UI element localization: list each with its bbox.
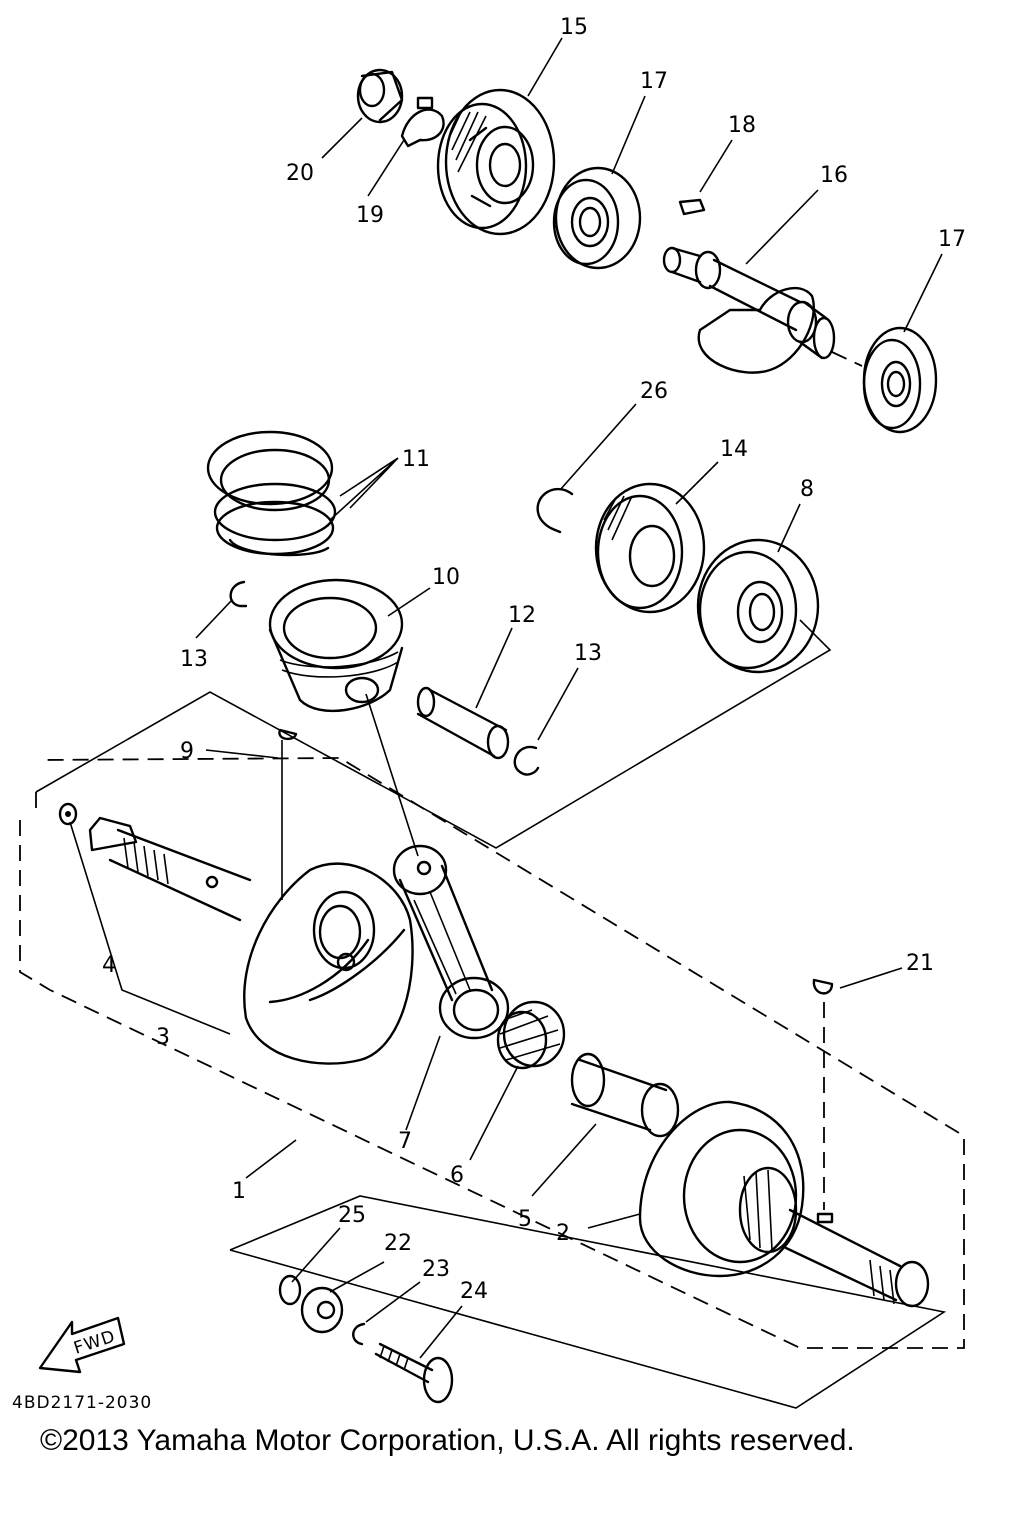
callout-24: 24: [460, 1279, 488, 1304]
callout-26: 26: [640, 379, 668, 404]
callout-10: 10: [432, 565, 460, 590]
part-16-balancer-shaft: [662, 246, 836, 374]
part-9-key: [278, 728, 298, 741]
part-18-key: [678, 198, 706, 216]
part-8-bearing: [696, 538, 820, 674]
callout-labels: 15 17 18 16 17 20 19 26 11 14 8 10 13 12…: [102, 15, 966, 1304]
callout-15: 15: [560, 15, 588, 40]
callout-5: 5: [518, 1207, 532, 1232]
part-25-o-ring: [278, 1274, 302, 1306]
callout-13-right: 13: [574, 641, 602, 666]
part-17-bearing-lower: [831, 326, 938, 434]
part-19-lock-washer: [400, 96, 445, 148]
part-26-circlip: [536, 487, 574, 534]
callout-21: 21: [906, 951, 934, 976]
part-12-piston-pin: [416, 686, 510, 760]
callout-18: 18: [728, 113, 756, 138]
part-21-key: [812, 978, 834, 1210]
part-24-bolt: [374, 1342, 454, 1404]
assembly-outline-dashed: [19, 757, 965, 1349]
callout-7: 7: [398, 1129, 412, 1154]
callout-22: 22: [384, 1231, 412, 1256]
part-13-circlip-left: [229, 580, 248, 608]
callout-3: 3: [156, 1025, 170, 1050]
callout-25: 25: [338, 1203, 366, 1228]
callout-2: 2: [556, 1221, 570, 1246]
callout-8: 8: [800, 477, 814, 502]
callout-12: 12: [508, 603, 536, 628]
part-11-piston-rings: [206, 430, 337, 557]
callout-13-left: 13: [180, 647, 208, 672]
part-5-crank-pin: [570, 1052, 680, 1138]
callout-1: 1: [232, 1179, 246, 1204]
part-3-crank-left: [88, 816, 414, 1065]
part-20-nut: [356, 68, 404, 124]
leader-lines: [69, 37, 943, 1359]
part-23-circlip: [352, 1322, 366, 1346]
fwd-arrow-icon: FWD: [38, 1316, 126, 1374]
part-22-washer: [300, 1286, 344, 1334]
part-7-connecting-rod: [392, 844, 510, 1040]
part-17-bearing-upper: [552, 166, 642, 270]
part-6-needle-bearing: [496, 1000, 566, 1070]
callout-17-lower: 17: [938, 227, 966, 252]
part-15-drive-gear: [436, 88, 556, 236]
callout-14: 14: [720, 437, 748, 462]
callout-17-upper: 17: [640, 69, 668, 94]
diagram-code: 4BD2171-2030: [12, 1393, 152, 1413]
callout-20: 20: [286, 161, 314, 186]
callout-23: 23: [422, 1257, 450, 1282]
callout-6: 6: [450, 1163, 464, 1188]
callout-9: 9: [180, 739, 194, 764]
part-4-seal: [58, 802, 78, 826]
part-10-piston: [268, 578, 404, 713]
callout-11: 11: [402, 447, 430, 472]
part-13-circlip-right: [513, 745, 540, 776]
part-14-drive-gear: [594, 482, 706, 614]
callout-19: 19: [356, 203, 384, 228]
part-2-crank-right: [638, 1100, 930, 1308]
copyright-notice: ©2013 Yamaha Motor Corporation, U.S.A. A…: [40, 1424, 855, 1457]
group-outline-upper: [35, 619, 832, 849]
hardware-outline: [229, 1195, 947, 1409]
callout-4: 4: [102, 953, 116, 978]
callout-16: 16: [820, 163, 848, 188]
